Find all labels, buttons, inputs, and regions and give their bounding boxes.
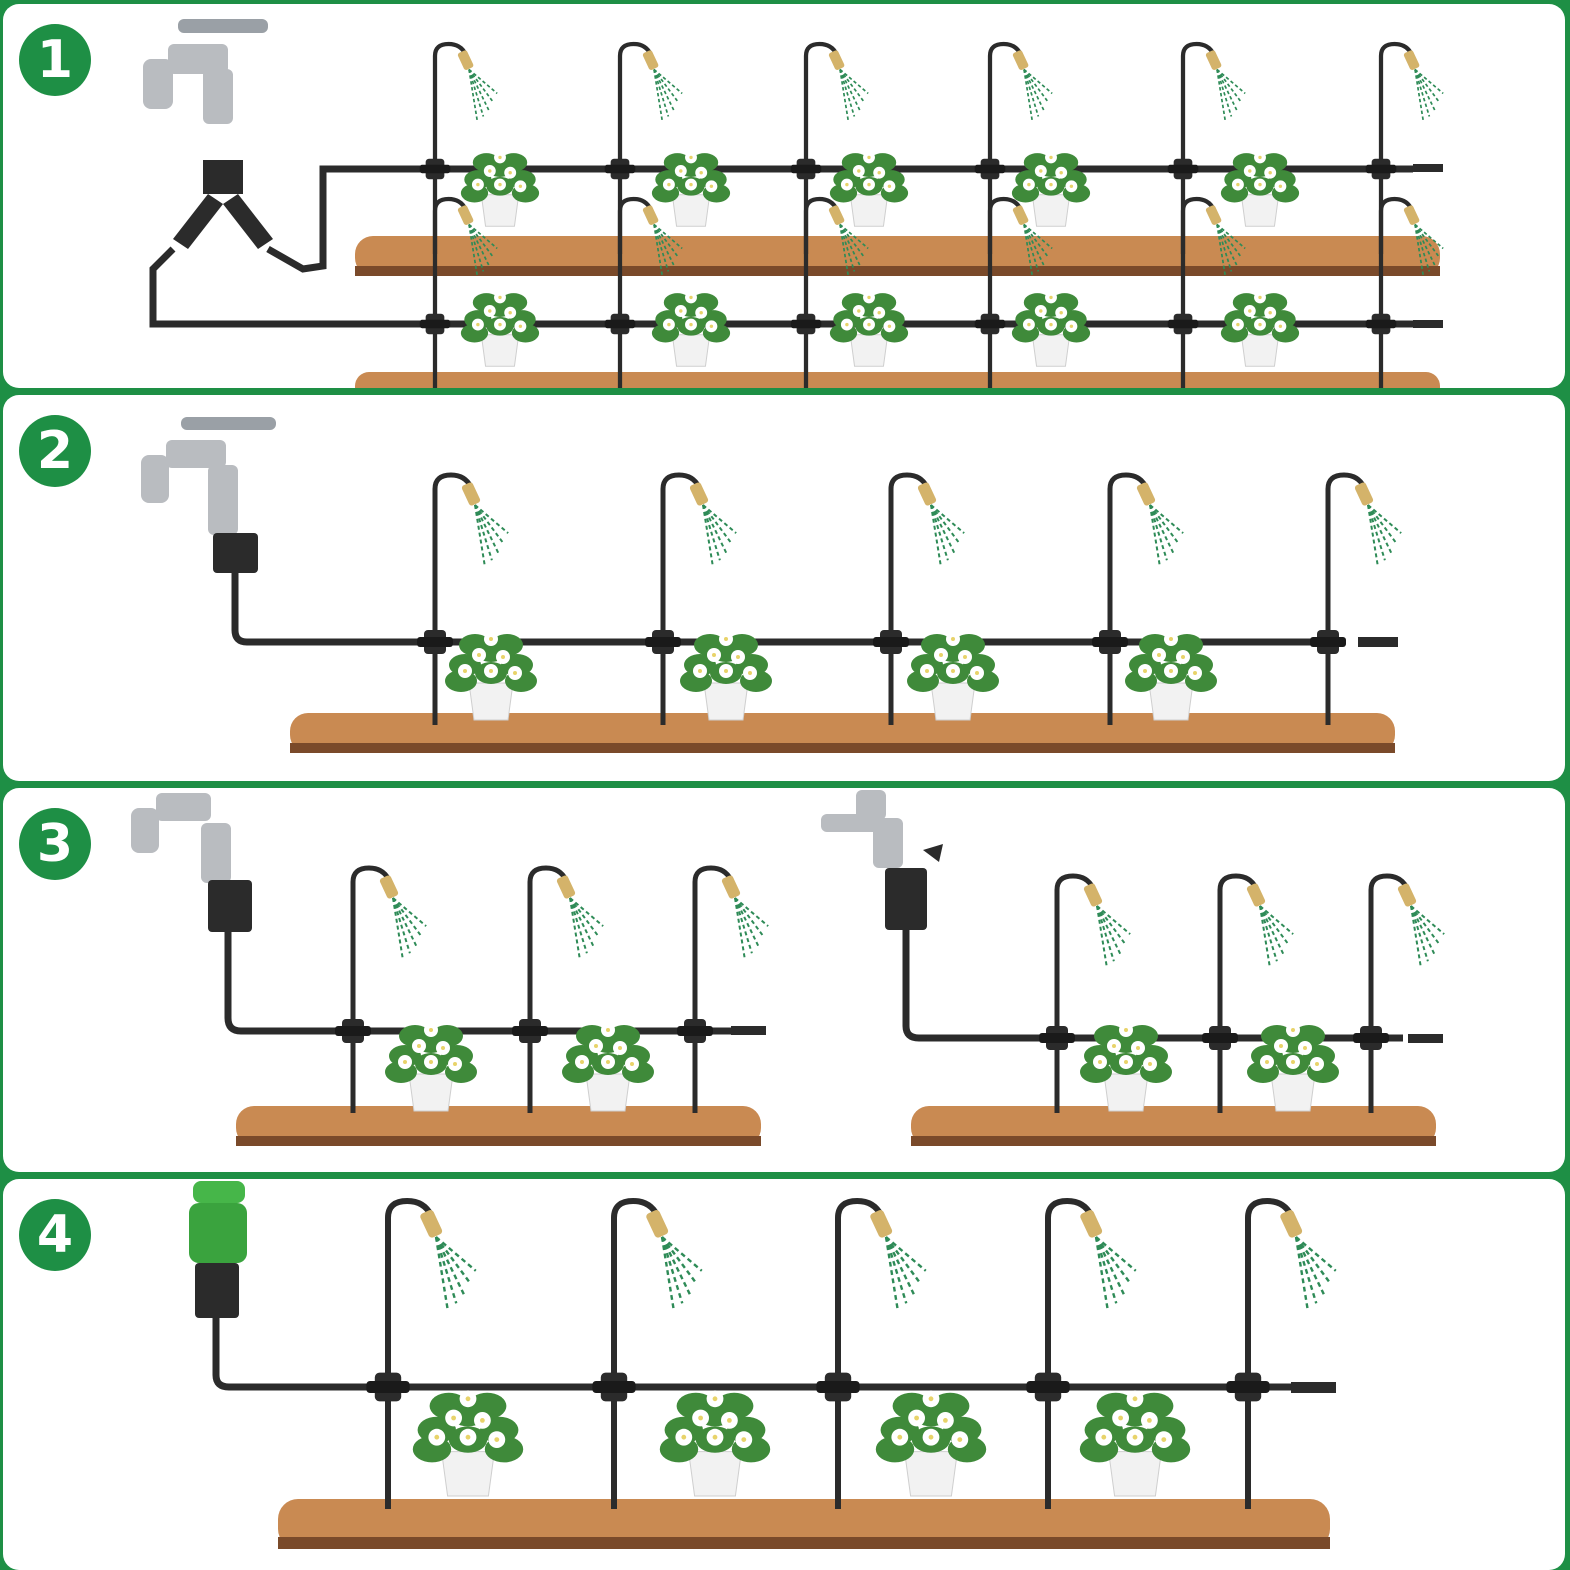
potted-plant-icon bbox=[680, 632, 772, 721]
end-cap-icon bbox=[1358, 637, 1398, 647]
step-4-panel: 4 bbox=[3, 1179, 1565, 1570]
sprinkler-stake-icon bbox=[790, 196, 869, 388]
sprinkler-stake-icon bbox=[604, 196, 683, 388]
sprinkler-stake-icon bbox=[1365, 196, 1444, 388]
sprinkler-stake-icon bbox=[873, 472, 965, 725]
sprinkler-stake-icon bbox=[1353, 873, 1445, 1113]
step-1-scene bbox=[143, 19, 1444, 388]
faucet-icon bbox=[143, 19, 268, 124]
sprinkler-stake-icon bbox=[604, 41, 683, 254]
left-pipe bbox=[224, 932, 733, 1035]
sprinkler-stake-icon bbox=[816, 1197, 927, 1509]
faucet-icon bbox=[821, 790, 943, 868]
step-number-badge: 1 bbox=[19, 24, 91, 96]
step-2-panel: 2 bbox=[3, 395, 1565, 781]
step-3-panel: 3 bbox=[3, 788, 1565, 1172]
sprinkler-stake-icon bbox=[1167, 196, 1246, 388]
sprinkler-stake-icon bbox=[974, 41, 1053, 254]
potted-plant-icon bbox=[829, 291, 909, 367]
potted-plant-icon bbox=[875, 1390, 987, 1497]
potted-plant-icon bbox=[460, 151, 540, 227]
potted-plant-icon bbox=[651, 291, 731, 367]
potted-plant-icon bbox=[562, 1023, 654, 1112]
step-3-scene bbox=[131, 790, 1445, 1146]
sprinkler-stake-icon bbox=[677, 865, 769, 1113]
sprinkler-stake-icon bbox=[974, 196, 1053, 388]
hose-connector-icon bbox=[189, 1181, 247, 1318]
adapter-icon bbox=[885, 868, 927, 930]
sprinkler-row bbox=[419, 41, 1444, 254]
potted-plant-icon bbox=[1011, 151, 1091, 227]
sprinkler-stake-icon bbox=[366, 1197, 477, 1509]
potted-plant-icon bbox=[1247, 1023, 1339, 1112]
sprinkler-stake-icon bbox=[592, 1197, 703, 1509]
potted-plant-icon bbox=[829, 151, 909, 227]
sprinkler-stake-icon bbox=[512, 865, 604, 1113]
main-pipe bbox=[231, 573, 1333, 646]
sprinkler-stake-icon bbox=[1226, 1197, 1337, 1509]
sprinkler-stake-icon bbox=[417, 472, 509, 725]
potted-plant-icon bbox=[907, 632, 999, 721]
step-4-scene bbox=[189, 1181, 1337, 1549]
potted-plant-icon bbox=[1220, 151, 1300, 227]
potted-plant-icon bbox=[651, 151, 731, 227]
faucet-icon bbox=[141, 417, 276, 535]
potted-plant-icon bbox=[385, 1023, 477, 1112]
soil-bed bbox=[278, 1499, 1330, 1549]
potted-plant-icon bbox=[1125, 632, 1217, 721]
soil-bed bbox=[355, 372, 1440, 388]
sprinkler-row bbox=[335, 865, 769, 1113]
sprinkler-stake-icon bbox=[645, 472, 737, 725]
step-1-panel: 1 bbox=[3, 4, 1565, 388]
sprinkler-row bbox=[366, 1197, 1337, 1509]
end-cap-icon bbox=[731, 1026, 766, 1035]
step-number-badge: 2 bbox=[19, 415, 91, 487]
sprinkler-stake-icon bbox=[1310, 472, 1402, 725]
potted-plant-icon bbox=[659, 1390, 771, 1497]
sprinkler-stake-icon bbox=[335, 865, 427, 1113]
potted-plant-icon bbox=[1079, 1390, 1191, 1497]
end-cap-icon bbox=[1291, 1382, 1336, 1393]
potted-plant-icon bbox=[1220, 291, 1300, 367]
sprinkler-row bbox=[419, 196, 1444, 388]
sprinkler-row bbox=[1039, 873, 1445, 1113]
splitter-icon bbox=[173, 160, 273, 249]
potted-plant-icon bbox=[412, 1390, 524, 1497]
end-cap-icon bbox=[1413, 164, 1443, 172]
sprinkler-stake-icon bbox=[419, 196, 498, 388]
right-pipe bbox=[902, 930, 1403, 1042]
end-cap-icon bbox=[1413, 320, 1443, 328]
sprinkler-stake-icon bbox=[1092, 472, 1184, 725]
sprinkler-row bbox=[417, 472, 1402, 725]
step-2-scene bbox=[141, 417, 1402, 753]
adapter-icon bbox=[208, 880, 252, 932]
sprinkler-stake-icon bbox=[419, 41, 498, 254]
end-cap-icon bbox=[1408, 1034, 1443, 1043]
potted-plant-icon bbox=[445, 632, 537, 721]
step-number-badge: 4 bbox=[19, 1199, 91, 1271]
sprinkler-stake-icon bbox=[1365, 41, 1444, 254]
sprinkler-stake-icon bbox=[790, 41, 869, 254]
potted-plant-icon bbox=[1011, 291, 1091, 367]
sprinkler-stake-icon bbox=[1167, 41, 1246, 254]
lower-pipe bbox=[149, 246, 1413, 328]
step-number-badge: 3 bbox=[19, 808, 91, 880]
sprinkler-stake-icon bbox=[1202, 873, 1294, 1113]
potted-plant-icon bbox=[1080, 1023, 1172, 1112]
main-pipe bbox=[212, 1318, 1293, 1391]
adapter-icon bbox=[213, 533, 258, 573]
sprinkler-stake-icon bbox=[1039, 873, 1131, 1113]
potted-plant-icon bbox=[460, 291, 540, 367]
sprinkler-stake-icon bbox=[1026, 1197, 1137, 1509]
faucet-icon bbox=[131, 793, 231, 883]
